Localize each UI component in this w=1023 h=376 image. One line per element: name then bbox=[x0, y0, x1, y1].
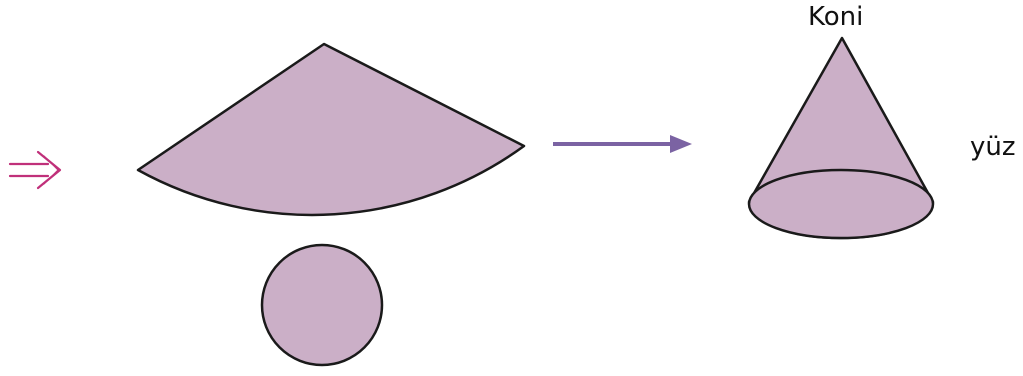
right-arrow-icon bbox=[553, 135, 692, 153]
double-right-arrow-icon bbox=[10, 152, 60, 188]
cone-solid bbox=[749, 38, 933, 238]
face-label: yüz bbox=[970, 132, 1016, 162]
net-base-circle bbox=[262, 245, 382, 365]
net-sector bbox=[138, 44, 524, 215]
cone-title-label: Koni bbox=[808, 2, 863, 32]
cone-base-ellipse bbox=[749, 170, 933, 238]
